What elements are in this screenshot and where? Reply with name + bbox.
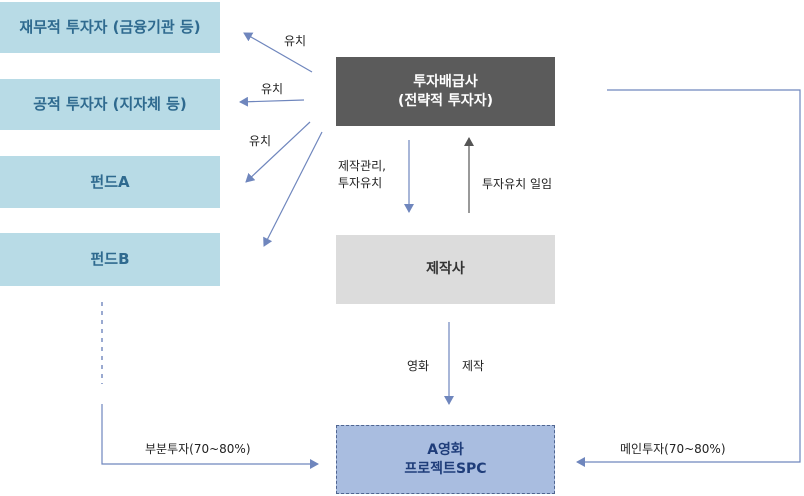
distributor-label-line2: (전략적 투자자): [398, 92, 493, 109]
public-investor-label: 공적 투자자 (지자체 등): [33, 95, 187, 114]
arrow-to-financial-investor: [243, 32, 313, 73]
attract-label-1: 유치: [284, 34, 307, 48]
delegate-investment-label: 투자유치 일임: [482, 177, 553, 191]
financial-investor-label: 재무적 투자자 (금융기관 등): [19, 18, 201, 37]
distributor-box: 투자배급사 (전략적 투자자): [336, 57, 555, 126]
partial-investment-label: 부분투자(70~80%): [145, 442, 251, 456]
production-mgmt-line1: 제작관리,: [338, 159, 386, 173]
arrow-to-public-investor: [239, 96, 305, 107]
public-investor-box: 공적 투자자 (지자체 등): [0, 79, 220, 130]
spc-label-line2: 프로젝트SPC: [404, 460, 487, 477]
attract-label-3: 유치: [249, 134, 272, 148]
main-investment-label: 메인투자(70~80%): [620, 442, 726, 456]
arrow-partial-investment: [101, 404, 319, 469]
project-spc-box: A영화 프로젝트SPC: [336, 425, 555, 494]
production-mgmt-label: 제작관리, 투자유치: [338, 158, 386, 193]
arrow-to-fund-a: [245, 121, 311, 183]
film-label: 영화: [407, 359, 430, 373]
fund-a-box: 펀드A: [0, 156, 220, 208]
arrow-main-investment: [576, 89, 801, 467]
fund-a-label: 펀드A: [90, 172, 130, 191]
spc-label-line1: A영화: [427, 441, 464, 458]
attract-label-2: 유치: [261, 82, 284, 96]
fund-b-box: 펀드B: [0, 233, 220, 286]
fund-b-label: 펀드B: [90, 250, 130, 269]
distributor-label-line1: 투자배급사: [413, 73, 478, 90]
financial-investor-box: 재무적 투자자 (금융기관 등): [0, 2, 220, 53]
produce-label: 제작: [462, 359, 485, 373]
producer-box: 제작사: [336, 235, 555, 304]
arrow-to-fund-b: [263, 131, 323, 247]
producer-label: 제작사: [426, 261, 465, 278]
production-mgmt-line2: 투자유치: [338, 176, 383, 191]
